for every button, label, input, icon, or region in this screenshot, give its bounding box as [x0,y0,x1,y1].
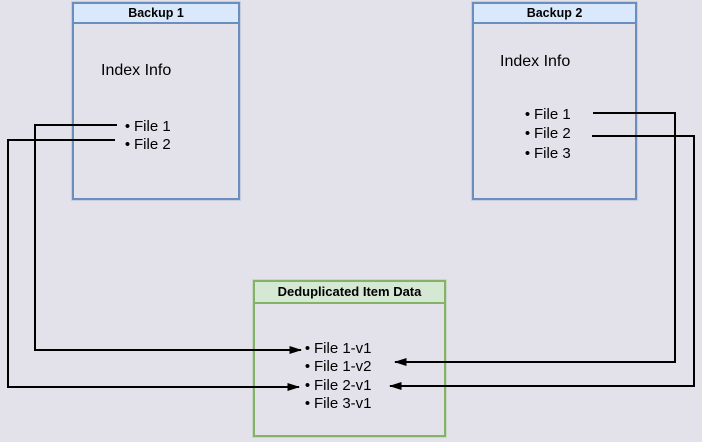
bullet-icon: • [124,117,131,135]
backup2-box: Backup 2 Index Info • File 1 • File 2 • … [472,2,637,200]
list-item: • File 2 [121,136,171,155]
backup2-file-list: • File 1 • File 2 • File 3 [521,105,571,163]
backup2-file2-label: File 2 [534,125,571,143]
backup1-file1-label: File 1 [134,117,171,135]
list-item: • File 1-v2 [301,358,372,377]
bullet-icon: • [524,125,531,143]
backup1-title: Backup 1 [74,4,238,24]
bullet-icon: • [304,376,311,394]
backup1-subtitle: Index Info [101,62,172,79]
dedup-file2v1-label: File 2-v1 [314,376,372,394]
backup2-subtitle: Index Info [500,53,571,70]
dedup-title: Deduplicated Item Data [255,282,444,304]
backup1-file2-label: File 2 [134,136,171,154]
bullet-icon: • [304,358,311,376]
backup1-box: Backup 1 Index Info • File 1 • File 2 [72,2,240,200]
backup2-file3-label: File 3 [534,144,571,162]
bullet-icon: • [304,339,311,357]
dedup-file3v1-label: File 3-v1 [314,395,372,413]
list-item: • File 1 [521,105,571,124]
bullet-icon: • [304,395,311,413]
dedup-file1v2-label: File 1-v2 [314,358,372,376]
list-item: • File 3-v1 [301,395,372,414]
dedup-file1v1-label: File 1-v1 [314,339,372,357]
list-item: • File 1-v1 [301,339,372,358]
list-item: • File 3 [521,144,571,163]
backup2-title: Backup 2 [474,4,635,24]
list-item: • File 2 [521,124,571,143]
list-item: • File 2-v1 [301,376,372,395]
dedup-box: Deduplicated Item Data • File 1-v1 • Fil… [253,280,446,437]
list-item: • File 1 [121,117,171,136]
dedup-item-list: • File 1-v1 • File 1-v2 • File 2-v1 • Fi… [301,339,372,413]
backup2-file1-label: File 1 [534,106,571,124]
backup1-file-list: • File 1 • File 2 [121,117,171,154]
bullet-icon: • [524,144,531,162]
bullet-icon: • [124,136,131,154]
bullet-icon: • [524,106,531,124]
